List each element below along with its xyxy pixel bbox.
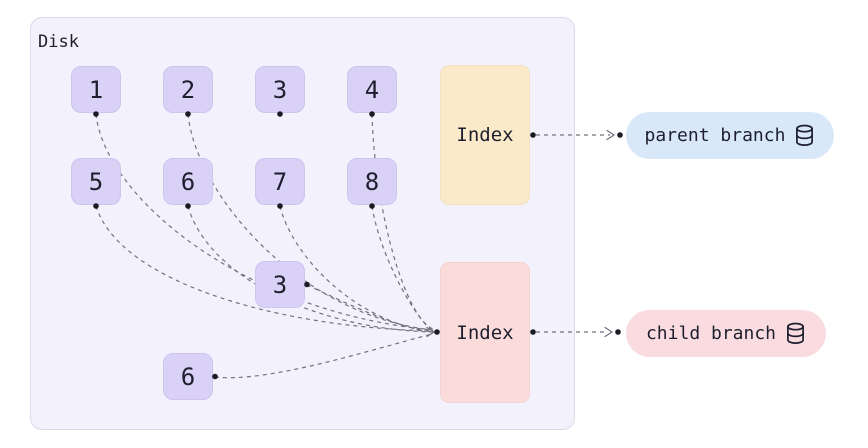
edge-newpage3-child-index [306, 284, 433, 333]
edge-page1-child-index [95, 113, 434, 331]
anchor-dot-page6 [185, 203, 191, 209]
child-index-label: Index [456, 321, 514, 344]
page-box-8: 8 [347, 158, 397, 205]
page-box-6: 6 [163, 158, 213, 205]
database-icon [796, 124, 814, 146]
arrowhead-child-branch [604, 326, 613, 338]
page-box-new-6: 6 [163, 353, 213, 400]
anchor-dot-page7 [277, 203, 283, 209]
anchor-dot-child-branch [615, 329, 621, 335]
child-index-box: Index [440, 262, 530, 403]
anchor-dot-newpage3 [304, 281, 310, 288]
edge-page2-child-index [187, 113, 434, 331]
anchor-dot-page1 [93, 111, 99, 117]
disk-panel-label: Disk [38, 32, 79, 52]
database-icon [787, 322, 804, 344]
parent-branch-pill: parent branch [626, 112, 834, 159]
anchor-dot-page4 [369, 111, 375, 117]
anchor-dot-parent-branch [617, 132, 623, 138]
edge-newpage6-child-index [214, 333, 433, 379]
page-box-2: 2 [163, 66, 213, 113]
anchor-dot-newpage6 [212, 373, 218, 380]
edge-page8-child-index [371, 205, 434, 332]
arrowhead-child-index [426, 326, 435, 338]
parent-index-box: Index [440, 65, 530, 205]
anchor-dot-child-index-left [434, 329, 440, 335]
anchor-dot-parent-index-right [530, 132, 536, 138]
page-box-7: 7 [255, 158, 305, 205]
anchor-dot-page3 [277, 111, 283, 117]
child-branch-pill: child branch [626, 310, 826, 357]
anchor-dot-page5 [93, 203, 99, 209]
anchor-dot-page8 [369, 203, 375, 209]
child-branch-label: child branch [645, 323, 777, 344]
parent-branch-label: parent branch [644, 125, 786, 146]
anchor-dot-page2 [185, 111, 191, 117]
parent-index-label: Index [456, 124, 514, 146]
arrowhead-parent-branch [606, 129, 615, 141]
anchor-dot-child-index-right [530, 329, 536, 335]
